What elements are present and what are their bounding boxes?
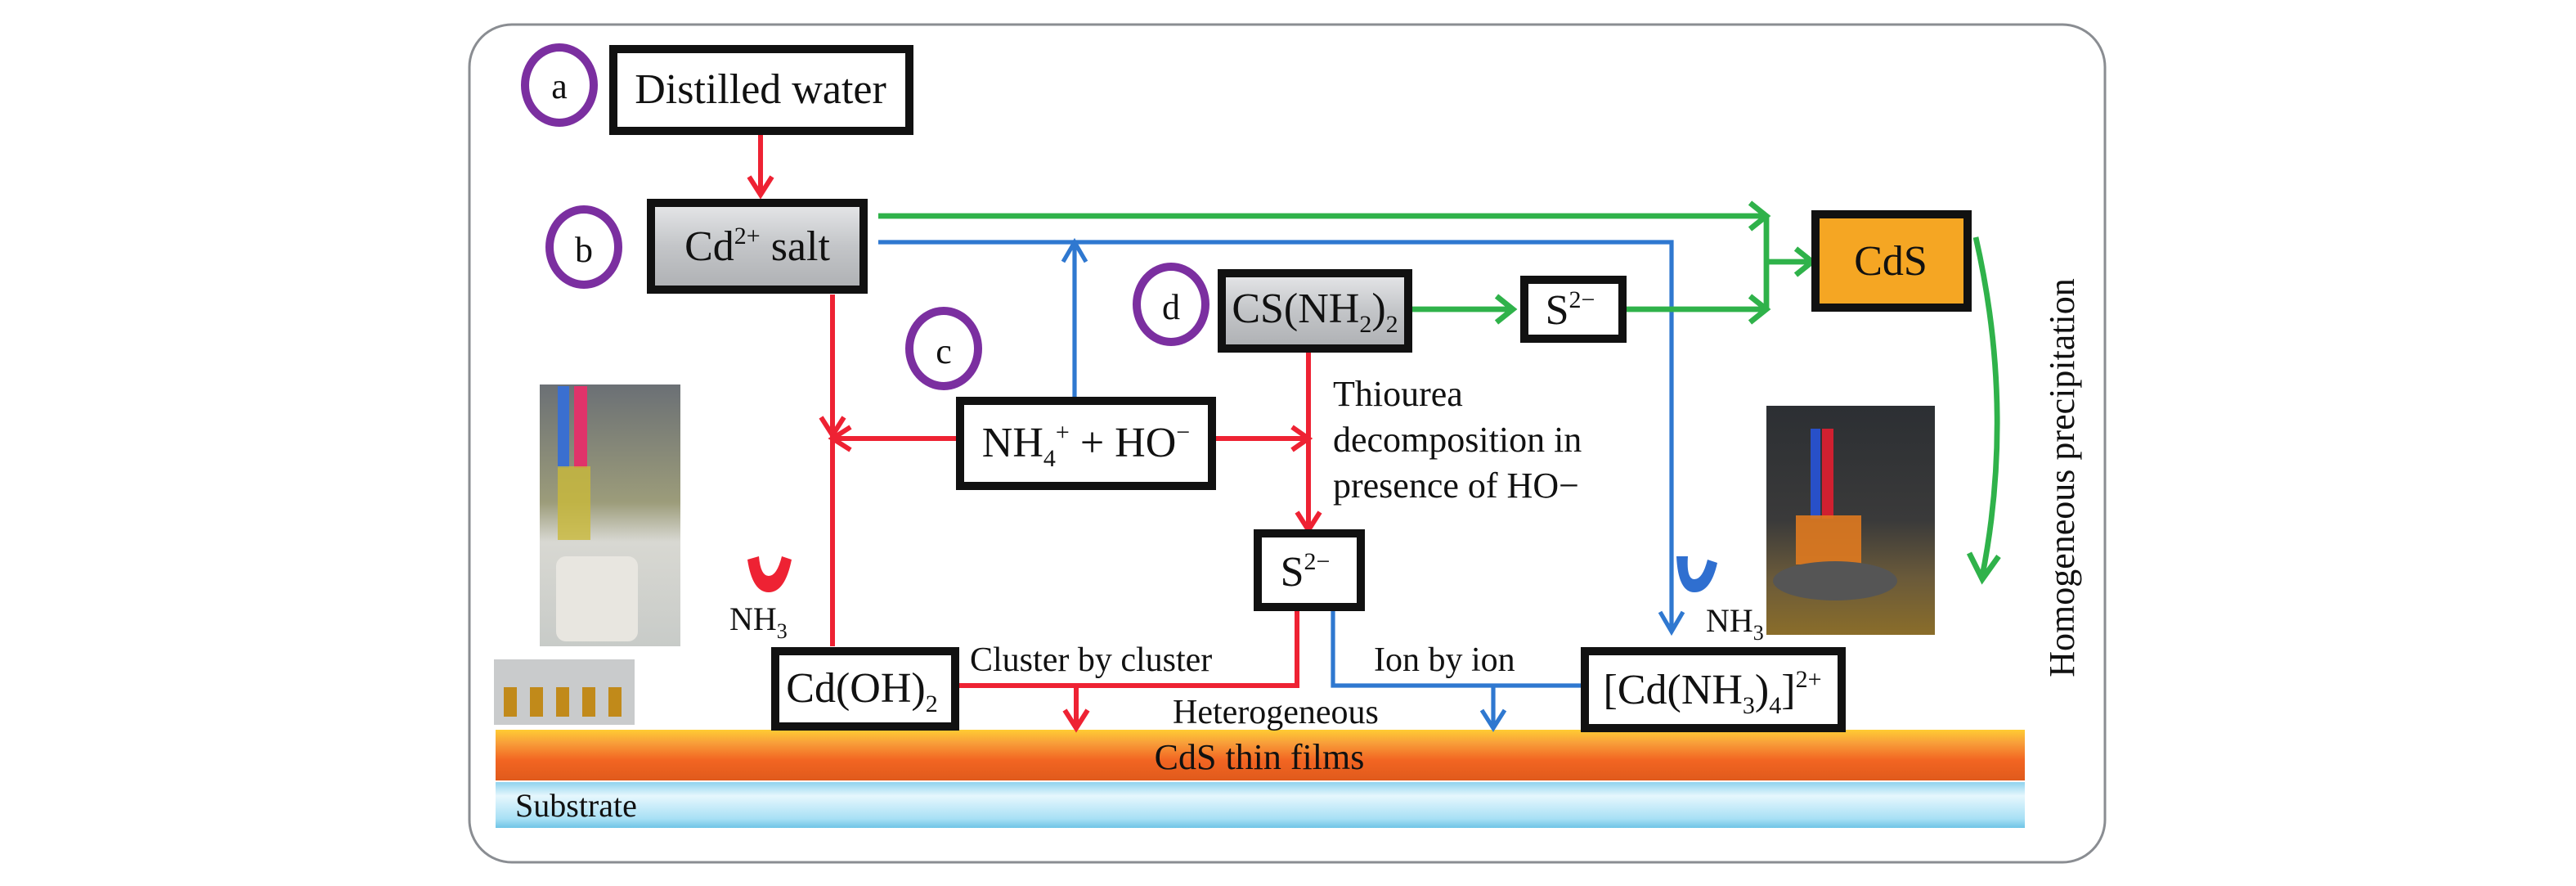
- coated-slides-photo: [494, 659, 635, 725]
- nh3-left-label: NH3: [729, 600, 788, 643]
- svg-text:a: a: [551, 66, 568, 106]
- thiourea-note-line-2: decomposition in: [1333, 420, 1582, 460]
- heterogeneous-label: Heterogeneous: [1173, 694, 1379, 731]
- cds-film-label: CdS thin films: [1155, 737, 1365, 777]
- homogeneous-precipitation-label: Homogeneous precipitation: [2042, 278, 2082, 677]
- thiourea-note-line-1: Thiourea: [1333, 374, 1463, 414]
- step-circle-b: b: [545, 205, 622, 289]
- distilled-water-box: Distilled water: [609, 45, 913, 135]
- svg-text:Distilled water: Distilled water: [635, 66, 886, 113]
- sulfide-box-top: S2−: [1520, 276, 1627, 343]
- svg-text:NH4+ + HO−: NH4+ + HO−: [982, 419, 1190, 472]
- nh3-right-label: NH3: [1706, 602, 1764, 645]
- cd-salt-box: Cd2+ salt: [647, 199, 868, 294]
- step-circle-c: c: [905, 307, 982, 390]
- svg-text:[Cd(NH3)4]2+: [Cd(NH3)4]2+: [1604, 666, 1822, 719]
- step-circle-d: d: [1133, 263, 1209, 346]
- svg-text:Cd(OH)2: Cd(OH)2: [786, 665, 937, 717]
- ammonium-hydroxide-box: NH4+ + HO−: [956, 397, 1216, 490]
- cd-ammine-complex-box: [Cd(NH3)4]2+: [1581, 647, 1846, 732]
- cds-box: CdS: [1811, 210, 1972, 312]
- thiourea-note-line-3: presence of HO−: [1333, 465, 1579, 506]
- svg-text:S2−: S2−: [1281, 548, 1331, 596]
- green-paths: [878, 200, 2001, 585]
- svg-text:S2−: S2−: [1546, 286, 1595, 334]
- svg-text:b: b: [575, 230, 593, 270]
- svg-text:CdS: CdS: [1854, 238, 1928, 285]
- cluster-by-cluster-label: Cluster by cluster: [970, 641, 1212, 679]
- cds-film-layer: [496, 730, 2025, 780]
- beaker-photo: [540, 385, 680, 646]
- svg-text:d: d: [1162, 287, 1180, 327]
- blue-paths: [878, 237, 1685, 732]
- step-circle-a: a: [521, 43, 598, 127]
- cd-hydroxide-box: Cd(OH)2: [771, 647, 959, 731]
- ion-by-ion-label: Ion by ion: [1374, 641, 1515, 679]
- hotplate-beaker-photo: [1766, 406, 1935, 635]
- thiourea-box: CS(NH2)2: [1218, 269, 1412, 353]
- nh3-curved-arrow-red-icon: [747, 556, 792, 592]
- svg-text:c: c: [936, 331, 952, 371]
- nh3-curved-arrow-blue-icon: [1676, 556, 1717, 592]
- svg-text:Cd2+ salt: Cd2+ salt: [684, 223, 830, 270]
- substrate-label: Substrate: [515, 787, 637, 824]
- sulfide-box-middle: S2−: [1254, 529, 1365, 611]
- substrate-layer: [496, 782, 2025, 828]
- svg-text:CS(NH2)2: CS(NH2)2: [1232, 286, 1398, 338]
